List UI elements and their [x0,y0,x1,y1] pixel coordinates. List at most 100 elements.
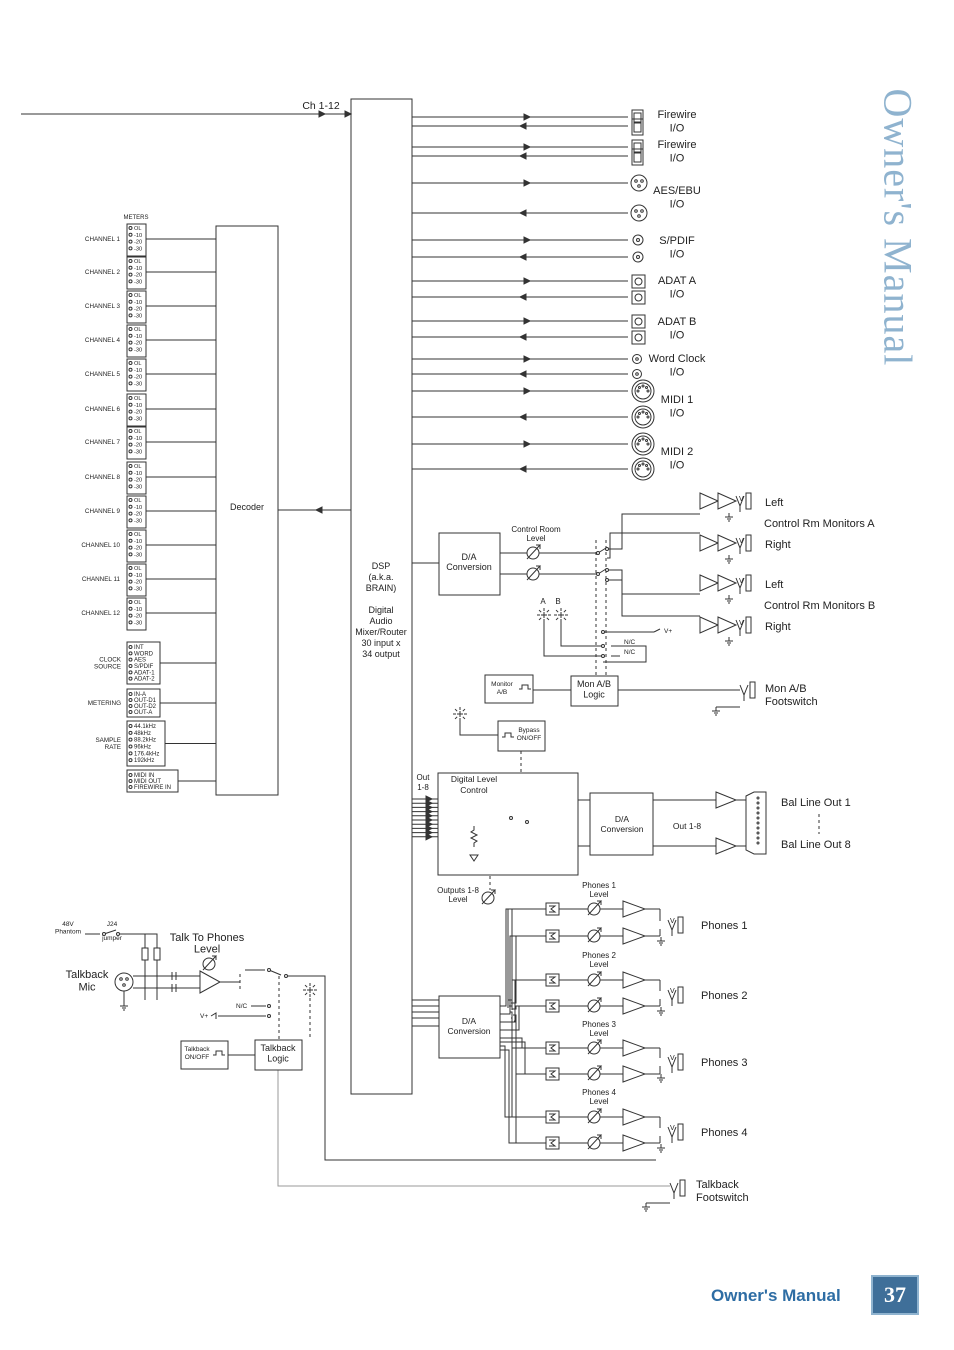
meter-led-icon [128,470,133,475]
meter-led-icon [128,552,133,557]
da-out-box [589,792,654,856]
meter-level: -20 [134,410,142,416]
phones-level-label: Level [589,960,608,969]
meter-led-icon [128,226,133,230]
status-item: 88.2kHz [134,738,156,744]
potentiometer-arrow-icon [526,544,542,560]
io-port-label: ADAT B [658,316,697,328]
sigma-icon [549,905,557,913]
meter-level: -10 [134,436,142,442]
x [653,799,716,847]
monitor-output-jack-icon [735,492,752,512]
pushbutton-icon [213,1050,225,1056]
meter-led-icon [128,442,133,447]
bal-out-1-label: Bal Line Out 1 [781,797,851,809]
phones-level-label: Phones 1 [582,881,616,890]
digital-level-label: Digital Level [451,774,497,784]
phones-amp-icon [622,1039,647,1057]
rca-pin-icon [636,238,640,242]
mon-ab-footswitch-label: Mon A/B [765,683,807,695]
dsp-box [350,98,413,1095]
meter-led-icon [128,361,133,365]
meter-led-icon [128,511,133,516]
io-port-label: MIDI 2 [661,446,693,458]
bnc-pin-icon [635,372,639,376]
status-item: 176.4kHz [134,751,159,757]
firewire-pin-icon [633,121,642,133]
meter-led-icon [128,504,133,509]
phones-output-jack-icon [667,1053,684,1073]
mon-ab-logic-label: Logic [583,690,605,700]
meter-led-icon [128,265,133,270]
potentiometer-arrow-icon [587,927,603,943]
midi-pin-icon [637,385,641,389]
arrow-icon [518,253,527,261]
rca-port-icon [632,234,644,246]
sigma-icon [549,1113,557,1121]
x [412,999,439,1019]
switch-contact-icon [601,654,605,658]
mon-ab-footswitch-jack-icon [739,681,756,701]
meter-level: OL [134,293,141,299]
x [578,799,590,847]
cr-da-box [438,532,501,596]
phones-label: Phones 2 [701,990,747,1002]
firewire-port-icon [631,118,644,136]
meter-led-icon [128,572,133,577]
summing-node-icon [545,999,560,1013]
bypass-label: ON/OFF [517,735,542,742]
meter-level: -20 [134,580,142,586]
phones-da-label: Conversion [448,1026,491,1036]
potentiometer-arrow-icon [587,1039,603,1055]
x [268,969,282,976]
phones-da-label: D/A [462,1016,477,1026]
status-led-icon [128,676,133,681]
meter-led-icon [128,333,133,338]
switch-contact-icon [601,644,605,648]
cr-level-label: Level [526,534,545,543]
xlr-pin-icon [637,184,641,188]
talkback-footswitch-label: Talkback [696,1179,739,1191]
xlr-pin-icon [634,209,638,213]
xlr-port-icon [630,174,648,192]
meter-level: -20 [134,443,142,449]
status-item: INT [134,645,144,651]
status-led-icon [128,698,133,702]
voltage-label: V [739,578,744,585]
side-title: Owner's Manual [875,88,921,367]
switch-contact-icon [605,568,609,572]
meter-level: -30 [134,586,142,592]
ground-arrow-icon [469,854,479,862]
meter-led-icon [128,579,133,584]
voltage-label: V [670,1125,675,1132]
io-port-label: I/O [670,330,685,342]
dsp-label: 34 output [362,649,400,659]
meter-level: -10 [134,266,142,272]
midi-pin-icon [645,385,649,389]
meter-level: -20 [134,512,142,518]
arrow-icon [518,370,527,378]
phones-label: Phones 3 [701,1057,747,1069]
meter-led-icon [128,498,133,502]
meter-level: OL [134,396,141,402]
optical-port-icon [631,274,646,289]
potentiometer-arrow-icon [202,955,218,971]
meter-level: OL [134,259,141,265]
footer-title: Owner's Manual [711,1286,841,1305]
x [459,721,498,736]
db25-pin-icon [756,841,760,845]
voltage-label: V [739,496,744,503]
voltage-label: V [739,538,744,545]
db25-pin-icon [756,831,760,835]
arrow-icon [314,506,323,514]
midi-pin-icon [637,463,641,467]
arrow-icon [518,152,527,160]
monitor-output-jack-icon [735,534,752,554]
midi-pin-icon [641,462,645,466]
switch-contact-icon [267,1014,271,1018]
out18-label: 1-8 [417,783,429,792]
meter-level: -20 [134,307,142,313]
cr-da-label: D/A [461,552,476,562]
x [507,909,513,1010]
meter-level: -30 [134,620,142,626]
